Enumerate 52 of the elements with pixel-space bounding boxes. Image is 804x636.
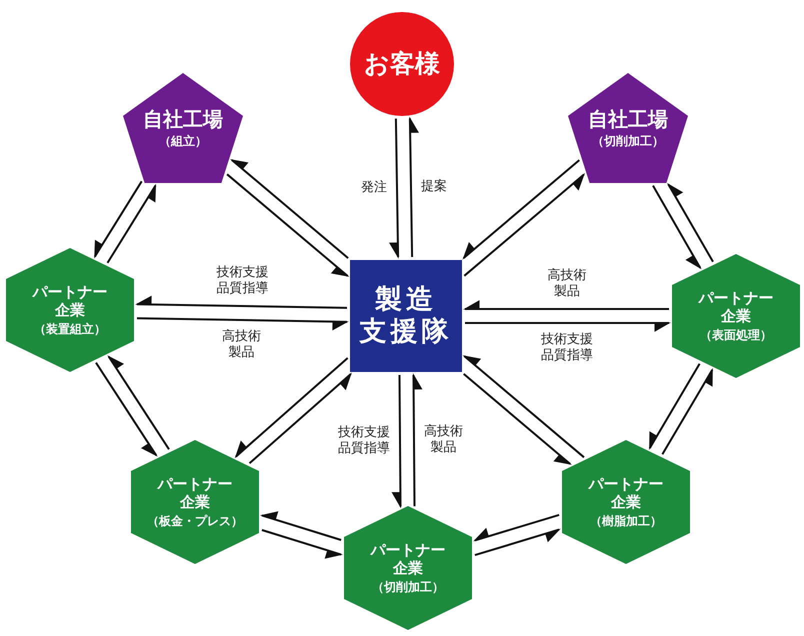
node-title: 自社工場 [588, 106, 668, 130]
node-title: お客様 [364, 49, 440, 79]
node-subtitle: （板金・プレス） [147, 512, 243, 530]
harpoon-arrow [464, 174, 585, 277]
partner-hexagon [344, 506, 472, 630]
node-title: パートナー企業 [369, 540, 446, 576]
partner-hexagon [6, 248, 134, 372]
harpoon-arrow [136, 317, 348, 330]
partner-hexagon [672, 254, 800, 378]
harpoon-arrow [261, 511, 342, 541]
harpoon-arrow [262, 529, 342, 559]
factory-pentagon [123, 73, 243, 183]
harpoon-arrow [231, 159, 349, 259]
harpoon-arrow [108, 356, 170, 450]
harpoon-arrow [474, 528, 560, 556]
node-subtitle: （表面処理） [700, 326, 772, 344]
node-subtitle: （装置組立） [34, 320, 106, 338]
node-title: パートナー企業 [156, 474, 234, 510]
node-subtitle: （樹脂加工） [590, 512, 662, 530]
harpoon-arrow [464, 355, 585, 458]
harpoon-arrow [474, 514, 560, 542]
harpoon-arrow [462, 159, 580, 259]
harpoon-arrow [652, 185, 702, 268]
node-subtitle: （切削加工） [592, 132, 664, 150]
support-team-box [350, 260, 462, 372]
node-title: 自社工場 [143, 106, 223, 130]
partner-hexagon [131, 440, 259, 564]
node-subtitle: （組立） [159, 132, 207, 150]
harpoon-arrow [662, 369, 714, 455]
harpoon-arrow [392, 375, 402, 508]
node-title: パートナー企業 [31, 282, 108, 318]
harpoon-arrow [389, 118, 400, 258]
harpoon-arrow [408, 118, 419, 258]
node-title: パートナー企業 [587, 474, 664, 510]
harpoon-arrow [648, 363, 700, 449]
harpoon-arrow [226, 174, 348, 277]
harpoon-arrow [235, 357, 348, 458]
harpoon-arrow [667, 184, 714, 262]
node-title: 製造支援隊 [360, 284, 452, 348]
factory-pentagon [568, 73, 688, 183]
harpoon-arrow [465, 322, 670, 332]
node-subtitle: （切削加工） [372, 578, 444, 596]
harpoon-arrow [412, 374, 422, 506]
harpoon-arrow [95, 362, 158, 456]
harpoon-arrow [463, 373, 571, 465]
harpoon-arrow [94, 180, 143, 258]
harpoon-arrow [248, 373, 352, 464]
harpoon-arrow [136, 296, 348, 309]
node-title: パートナー企業 [697, 288, 774, 324]
harpoon-arrow [106, 184, 156, 264]
harpoon-arrow [464, 300, 669, 310]
partner-hexagon [562, 440, 690, 564]
